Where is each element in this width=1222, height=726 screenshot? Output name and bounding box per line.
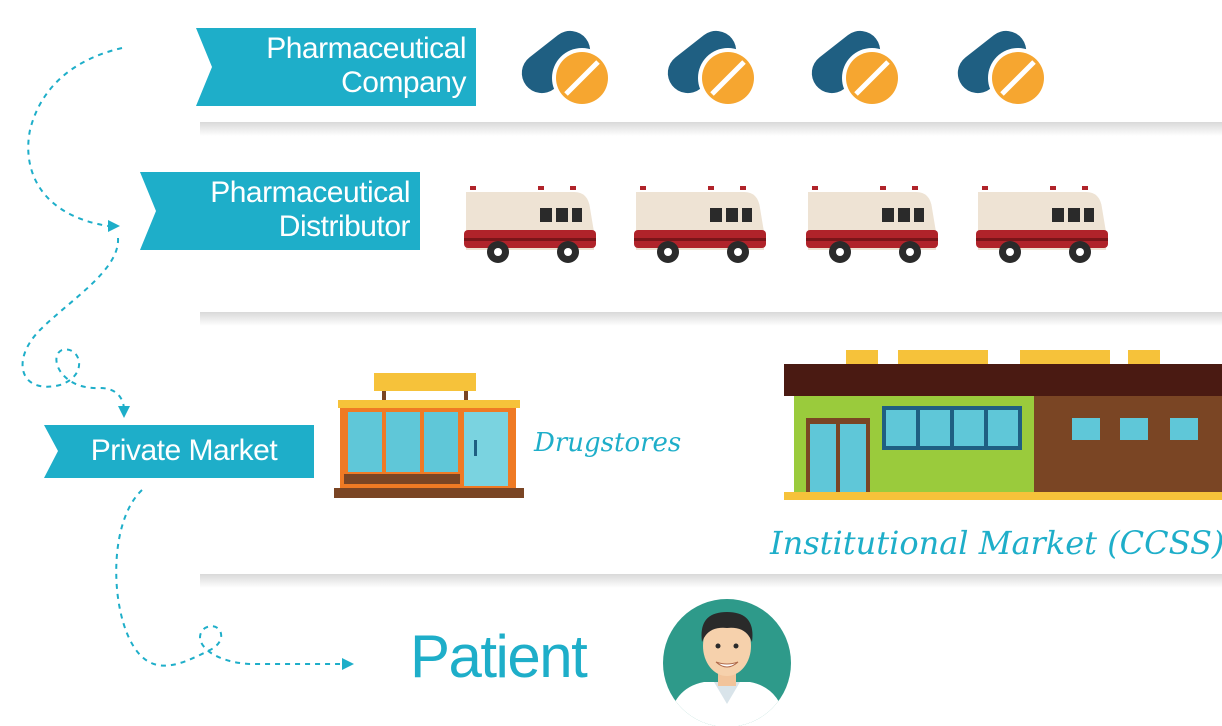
ambulance-truck-icon (464, 186, 596, 263)
truck-icons (464, 186, 1108, 263)
arrow-company-to-distributor (27, 47, 123, 227)
ambulance-truck-icon (806, 186, 938, 263)
pill-icon (521, 30, 612, 108)
pill-icon (667, 30, 758, 108)
ambulance-truck-icon (634, 186, 766, 263)
doctor-avatar-icon (663, 599, 791, 726)
patient-label: Patient (410, 623, 588, 690)
arrowhead-distributor (108, 220, 120, 232)
company-label-line1: Pharmaceutical (266, 32, 466, 65)
pill-icon (811, 30, 902, 108)
drugstore-building-icon (334, 373, 524, 498)
company-label-line2: Company (341, 66, 466, 99)
arrowhead-patient (342, 658, 354, 670)
separator-3 (200, 574, 1222, 588)
banner-distributor (140, 172, 420, 250)
flow-arrows (21, 47, 340, 667)
row-separators (200, 122, 1222, 588)
distributor-label-line1: Pharmaceutical (210, 176, 410, 209)
hospital-building-icon (784, 350, 1222, 500)
pill-icon (957, 30, 1048, 108)
arrowheads (108, 220, 354, 670)
private-market-label: Private Market (90, 434, 278, 467)
arrow-private-to-patient (115, 489, 340, 667)
institutional-market-label: Institutional Market (CCSS) (770, 524, 1222, 562)
company-label: Pharmaceutical Company (214, 32, 466, 100)
distributor-label: Pharmaceutical Distributor (158, 176, 410, 244)
banner-company (196, 28, 476, 106)
separator-2 (200, 312, 1222, 326)
arrowhead-private (118, 406, 130, 418)
separator-1 (200, 122, 1222, 136)
arrow-distributor-to-private (21, 237, 125, 411)
distributor-label-line2: Distributor (278, 210, 411, 243)
ambulance-truck-icon (976, 186, 1108, 263)
banner-private-market (44, 425, 314, 478)
drugstores-label: Drugstores (534, 428, 682, 458)
pill-icons (521, 30, 1048, 108)
